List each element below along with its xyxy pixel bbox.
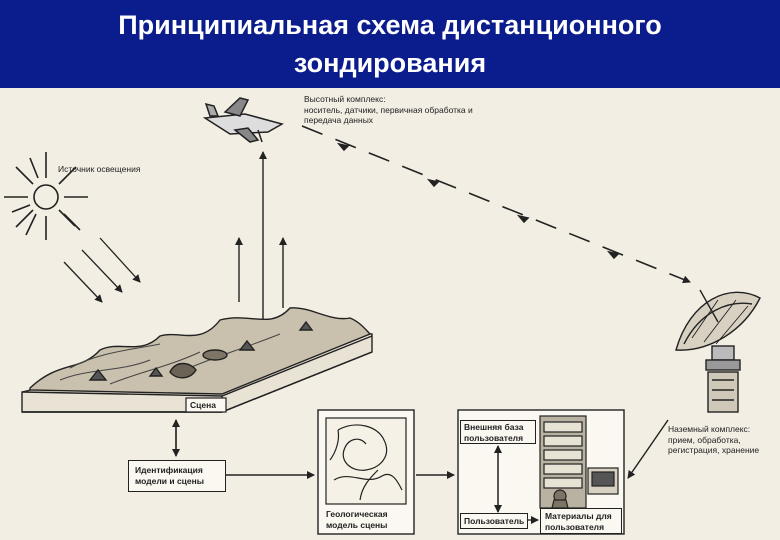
sun-label: Источник освещения (58, 164, 140, 175)
identification-line-2: модели и сцены (135, 476, 204, 487)
ground-station-line-1: Наземный комплекс: (668, 424, 759, 435)
aircraft-label-line-2: носитель, датчики, первичная обработка и (304, 105, 473, 116)
ground-station-line-2: прием, обработка, (668, 435, 759, 446)
geo-model-label: Геологическая модель сцены (326, 509, 388, 530)
terrain-block-icon (22, 308, 372, 412)
identification-line-1: Идентификация (135, 465, 204, 476)
ground-station-label: Наземный комплекс: прием, обработка, рег… (668, 424, 759, 456)
aircraft-icon (205, 98, 282, 142)
aircraft-label: Высотный комплекс: носитель, датчики, пе… (304, 94, 473, 126)
identification-box: Идентификация модели и сцены (128, 460, 226, 492)
geo-model-line-2: модель сцены (326, 520, 388, 531)
sun-rays (64, 238, 140, 302)
station-to-user-arrow (628, 420, 668, 478)
satellite-dish-icon (676, 290, 760, 412)
scene-label: Сцена (190, 400, 216, 411)
reflection-arrows (239, 152, 283, 320)
external-base-line-1: Внешняя база (464, 422, 523, 433)
aircraft-label-line-1: Высотный комплекс: (304, 94, 473, 105)
user-box: Пользователь (460, 513, 528, 529)
external-base-box: Внешняя база пользователя (460, 420, 536, 444)
geo-map-icon (326, 418, 406, 504)
external-base-line-2: пользователя (464, 433, 523, 444)
geo-model-line-1: Геологическая (326, 509, 388, 520)
materials-line-2: пользователя (545, 522, 612, 533)
aircraft-label-line-3: передача данных (304, 115, 473, 126)
user-box-label: Пользователь (464, 516, 524, 527)
materials-box: Материалы для пользователя (540, 508, 622, 534)
materials-line-1: Материалы для (545, 511, 612, 522)
transmission-arrow (302, 126, 690, 282)
ground-station-line-3: регистрация, хранение (668, 445, 759, 456)
